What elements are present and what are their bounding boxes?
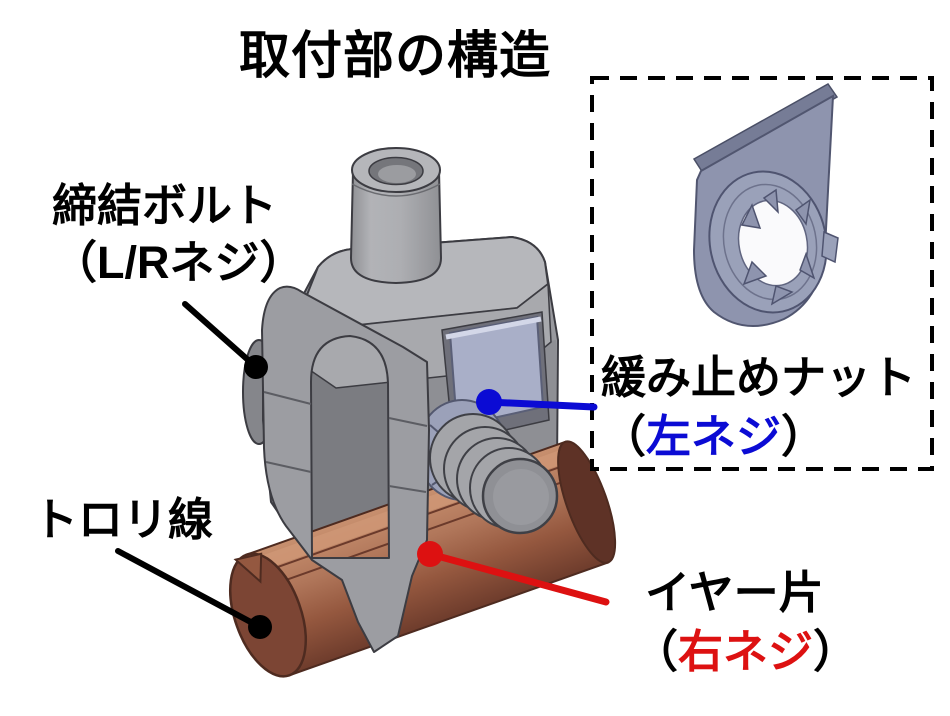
- label-trolley-wire: トロリ線: [33, 483, 213, 548]
- nut-flange-strip: [692, 83, 839, 175]
- fastening-bolt: [416, 399, 559, 535]
- ear-piece-anchor-dot: [417, 541, 443, 567]
- ear-paren-close: ）: [813, 625, 859, 677]
- label-locking-nut-thread: （左ネジ）: [601, 408, 916, 467]
- label-ear-piece: イヤー片 （右ネジ）: [633, 564, 858, 681]
- ear-paren-open: （: [633, 625, 679, 677]
- nut-plate-flange-highlight: [445, 316, 542, 340]
- nut-ring-side-tab: [821, 230, 839, 264]
- page-title: 取付部の構造: [238, 27, 551, 84]
- nut-thread-direction: 左ネジ: [646, 410, 782, 462]
- label-ear-piece-name: イヤー片: [645, 567, 824, 618]
- ear-piece-front-plate: [261, 285, 430, 653]
- ear-piece-leader-line: [426, 550, 610, 606]
- label-fastening-bolt-thread: （L/Rネジ）: [52, 236, 305, 288]
- top-boss-cylinder: [349, 169, 443, 285]
- bolt-front-face-inner: [493, 469, 549, 525]
- label-trolley-wire-name: トロリ線: [33, 494, 214, 545]
- label-locking-nut: 緩み止めナット （左ネジ）: [601, 349, 916, 466]
- label-ear-piece-thread: （右ネジ）: [633, 623, 858, 682]
- nut-paren-close: ）: [781, 410, 827, 462]
- bolt-leader-line: [182, 301, 259, 370]
- trolley-leader-line: [115, 548, 263, 630]
- ear-plate-band-lower: [265, 461, 427, 493]
- label-fastening-bolt-name: 締結ボルト: [52, 180, 278, 231]
- locking-nut-leader-line: [485, 398, 598, 411]
- label-fastening-bolt: 締結ボルト （L/Rネジ）: [52, 178, 305, 291]
- wire-end-face-notch: [233, 552, 263, 584]
- top-boss-hole-inner: [378, 165, 416, 183]
- label-locking-nut-name: 緩み止めナット: [601, 352, 917, 403]
- nut-ring-teeth: [740, 188, 816, 306]
- trolley-anchor-dot: [248, 615, 272, 639]
- leader-lines: [115, 301, 610, 639]
- ear-plate-shape: [261, 285, 430, 653]
- locking-nut-anchor-dot: [476, 389, 502, 415]
- top-boss-chamfer-line: [351, 183, 441, 197]
- ear-plate-band-upper: [263, 391, 428, 427]
- locking-nut-inset: [590, 76, 934, 471]
- wire-cut-end: [557, 440, 617, 564]
- ear-thread-direction: 右ネジ: [678, 625, 814, 677]
- inset-dashed-box: [590, 76, 934, 471]
- bolt-anchor-dot: [244, 355, 268, 379]
- nut-paren-open: （: [601, 410, 647, 462]
- wire-end-face: [229, 552, 307, 678]
